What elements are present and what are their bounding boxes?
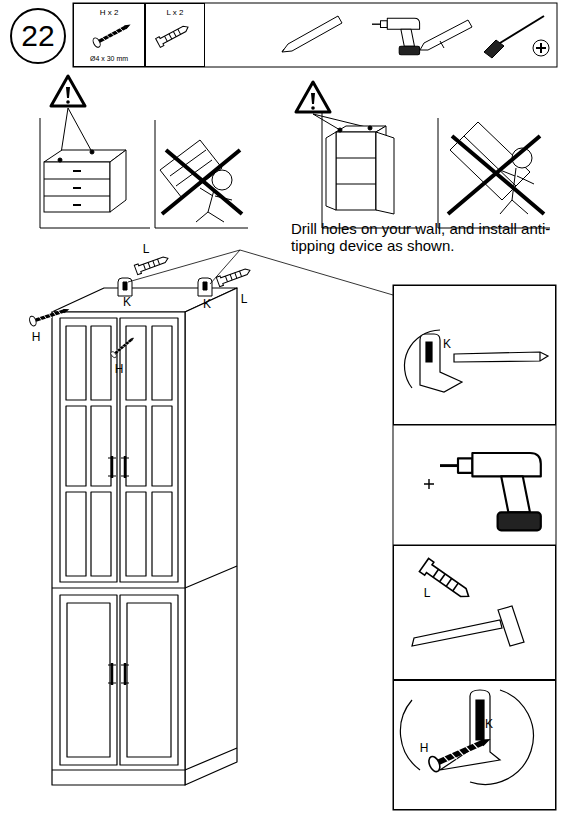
hammer	[412, 606, 524, 646]
part-letter: H	[115, 363, 124, 377]
dresser-ok	[40, 108, 150, 228]
part-letter: H	[32, 331, 41, 345]
warning-triangle	[51, 76, 85, 106]
screwdriver	[484, 16, 549, 58]
detail-frame	[393, 285, 556, 810]
cabinet-tipping-crossed	[438, 118, 550, 228]
part-letter: K	[123, 296, 131, 310]
chisel	[420, 20, 472, 50]
drill	[440, 453, 541, 530]
drill	[372, 18, 420, 55]
cabinet-ok	[313, 112, 420, 228]
part-cell: L x 2	[145, 3, 205, 67]
plug-l	[216, 266, 251, 287]
instruction-note: Drill holes on your wall, and install an…	[291, 220, 561, 255]
pencil	[282, 16, 342, 52]
screw-h	[28, 305, 69, 327]
detail-mark	[404, 330, 548, 392]
plug-l	[156, 23, 191, 48]
detail-panel: L	[393, 545, 556, 680]
node-text: H	[420, 742, 429, 756]
detail-screw	[400, 690, 533, 784]
screw-h	[92, 21, 132, 49]
plug-l	[419, 558, 473, 602]
node-text: L x 2	[166, 8, 183, 17]
dresser-tipping-crossed	[155, 120, 248, 228]
part-letter: K	[203, 298, 211, 312]
part-letter: L	[143, 243, 150, 257]
parts-tools-frame	[73, 3, 557, 67]
node-text: Ø4 x 30 mm	[90, 55, 128, 63]
part-cell: H x 2 Ø4 x 30 mm	[73, 3, 145, 67]
detail-dividers	[393, 425, 556, 680]
node-text: K	[485, 718, 493, 732]
node-text: H x 2	[100, 8, 119, 17]
step-number-circle: 22	[10, 8, 66, 64]
warning-triangle	[296, 82, 330, 112]
node-text: 22	[21, 19, 54, 54]
plug-l	[134, 254, 169, 275]
screw-h	[110, 335, 136, 358]
plus-sign	[424, 479, 434, 489]
screw-h	[427, 733, 492, 774]
anti-tip-hardware	[118, 250, 393, 296]
detail-panel: HK	[393, 680, 556, 810]
node-text: K	[443, 338, 451, 352]
cabinet	[52, 288, 237, 785]
detail-panel: K	[393, 285, 556, 425]
node-text: L	[424, 587, 431, 601]
part-letter: L	[241, 293, 248, 307]
